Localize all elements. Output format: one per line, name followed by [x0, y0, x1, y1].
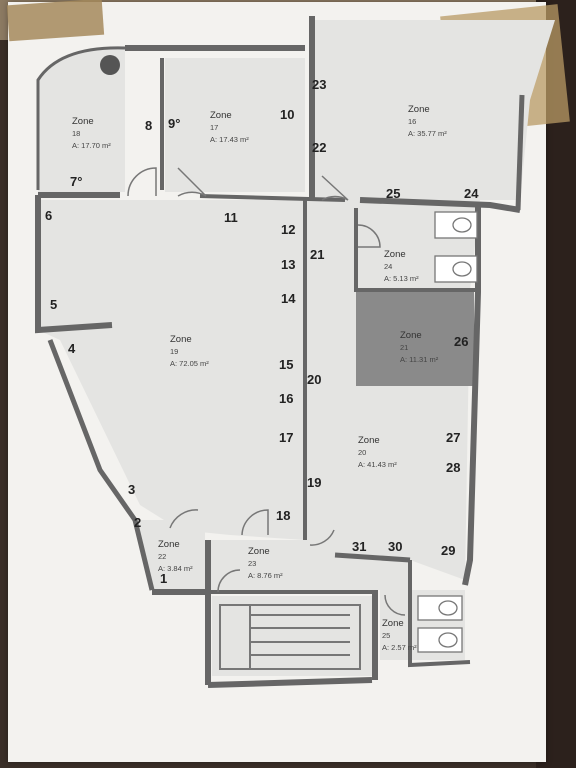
marker-3: 3 — [128, 482, 135, 497]
svg-text:Zone: Zone — [170, 334, 192, 345]
svg-text:21: 21 — [400, 343, 408, 352]
svg-text:Zone: Zone — [358, 435, 380, 446]
svg-text:A: 17.70 m²: A: 17.70 m² — [72, 141, 111, 150]
marker-27: 27 — [446, 430, 460, 445]
marker-5: 5 — [50, 297, 57, 312]
svg-text:Zone: Zone — [158, 539, 180, 550]
zone-21-label: Zone 21 A: 11.31 m² — [400, 330, 439, 364]
marker-29: 29 — [441, 543, 455, 558]
svg-text:20: 20 — [358, 448, 366, 457]
wall-left — [35, 195, 113, 334]
marker-30: 30 — [388, 539, 402, 554]
marker-25: 25 — [386, 186, 400, 201]
marker-31: 31 — [352, 539, 366, 554]
marker-19: 19 — [307, 475, 321, 490]
svg-text:18: 18 — [72, 129, 80, 138]
marker-18: 18 — [276, 508, 290, 523]
zone-21-shaded — [356, 292, 474, 386]
zone-24-label: Zone 24 A: 5.13 m² — [384, 249, 419, 283]
wall-stair-bottom — [207, 677, 373, 688]
svg-text:Zone: Zone — [400, 330, 422, 341]
svg-text:A: 8.76 m²: A: 8.76 m² — [248, 571, 283, 580]
wall-zone24 — [354, 208, 478, 292]
wall-diagonal — [47, 339, 155, 591]
wall-zone18-arc — [36, 46, 126, 190]
marker-13: 13 — [281, 257, 295, 272]
marker-21: 21 — [310, 247, 324, 262]
wall-zone25 — [408, 560, 471, 668]
zone-17-floor — [165, 58, 305, 192]
svg-text:A: 17.43 m²: A: 17.43 m² — [210, 135, 249, 144]
svg-text:Zone: Zone — [248, 546, 270, 557]
zone-19-floor — [38, 200, 305, 540]
marker-24: 24 — [464, 186, 479, 201]
zone-16-floor — [312, 20, 555, 200]
svg-text:23: 23 — [248, 559, 256, 568]
svg-text:A: 41.43 m²: A: 41.43 m² — [358, 460, 397, 469]
stairs — [219, 604, 361, 670]
column-zone18 — [100, 55, 120, 75]
zone-19-label: Zone 19 A: 72.05 m² — [170, 334, 209, 368]
zone-23-floor — [208, 540, 408, 590]
svg-text:A: 35.77 m²: A: 35.77 m² — [408, 129, 447, 138]
toilets — [417, 211, 478, 653]
svg-text:25: 25 — [382, 631, 390, 640]
marker-11: 11 — [224, 210, 238, 225]
zone-22-floor — [135, 520, 205, 590]
svg-text:A: 2.57 m²: A: 2.57 m² — [382, 643, 417, 652]
marker-26: 26 — [454, 334, 468, 349]
svg-text:19: 19 — [170, 347, 178, 356]
marker-12: 12 — [281, 222, 295, 237]
zone-16-label: Zone 16 A: 35.77 m² — [408, 104, 447, 138]
wall-right — [462, 205, 481, 586]
marker-14: 14 — [281, 291, 296, 306]
doors — [127, 167, 406, 616]
marker-4: 4 — [68, 341, 76, 356]
wall-zone16-right — [515, 94, 525, 211]
marker-7: 7° — [70, 174, 82, 189]
zone-17-label: Zone 17 A: 17.43 m² — [210, 110, 249, 144]
marker-1: 1 — [160, 571, 167, 586]
marker-23: 23 — [312, 77, 326, 92]
zone-18-label: Zone 18 A: 17.70 m² — [72, 116, 111, 150]
svg-text:A: 72.05 m²: A: 72.05 m² — [170, 359, 209, 368]
svg-text:A: 3.84 m²: A: 3.84 m² — [158, 564, 193, 573]
svg-text:A: 11.31 m²: A: 11.31 m² — [400, 355, 439, 364]
marker-9: 9° — [168, 116, 180, 131]
marker-20: 20 — [307, 372, 321, 387]
zone-25-label: Zone 25 A: 2.57 m² — [382, 618, 417, 652]
zone-18-floor — [38, 48, 125, 192]
marker-2: 2 — [134, 515, 141, 530]
svg-text:22: 22 — [158, 552, 166, 561]
marker-15: 15 — [279, 357, 293, 372]
stairwell-floor — [212, 596, 372, 676]
wall-zone17-bottom — [199, 194, 346, 202]
wall-zone16-bottom — [359, 197, 521, 213]
svg-text:A: 5.13 m²: A: 5.13 m² — [384, 274, 419, 283]
svg-text:Zone: Zone — [210, 110, 232, 121]
marker-10: 10 — [280, 107, 294, 122]
zone-20-label: Zone 20 A: 41.43 m² — [358, 435, 397, 469]
svg-text:24: 24 — [384, 262, 392, 271]
marker-8: 8 — [145, 118, 152, 133]
marker-16: 16 — [279, 391, 293, 406]
marker-22: 22 — [312, 140, 326, 155]
svg-text:Zone: Zone — [382, 618, 404, 629]
svg-text:Zone: Zone — [384, 249, 406, 260]
marker-28: 28 — [446, 460, 460, 475]
zone-23-label: Zone 23 A: 8.76 m² — [248, 546, 283, 580]
marker-6: 6 — [45, 208, 52, 223]
marker-17: 17 — [279, 430, 293, 445]
zone-22-label: Zone 22 A: 3.84 m² — [158, 539, 193, 573]
svg-text:Zone: Zone — [72, 116, 94, 127]
wall-zone20-bottom — [334, 552, 411, 563]
svg-text:17: 17 — [210, 123, 218, 132]
svg-text:Zone: Zone — [408, 104, 430, 115]
svg-text:16: 16 — [408, 117, 416, 126]
